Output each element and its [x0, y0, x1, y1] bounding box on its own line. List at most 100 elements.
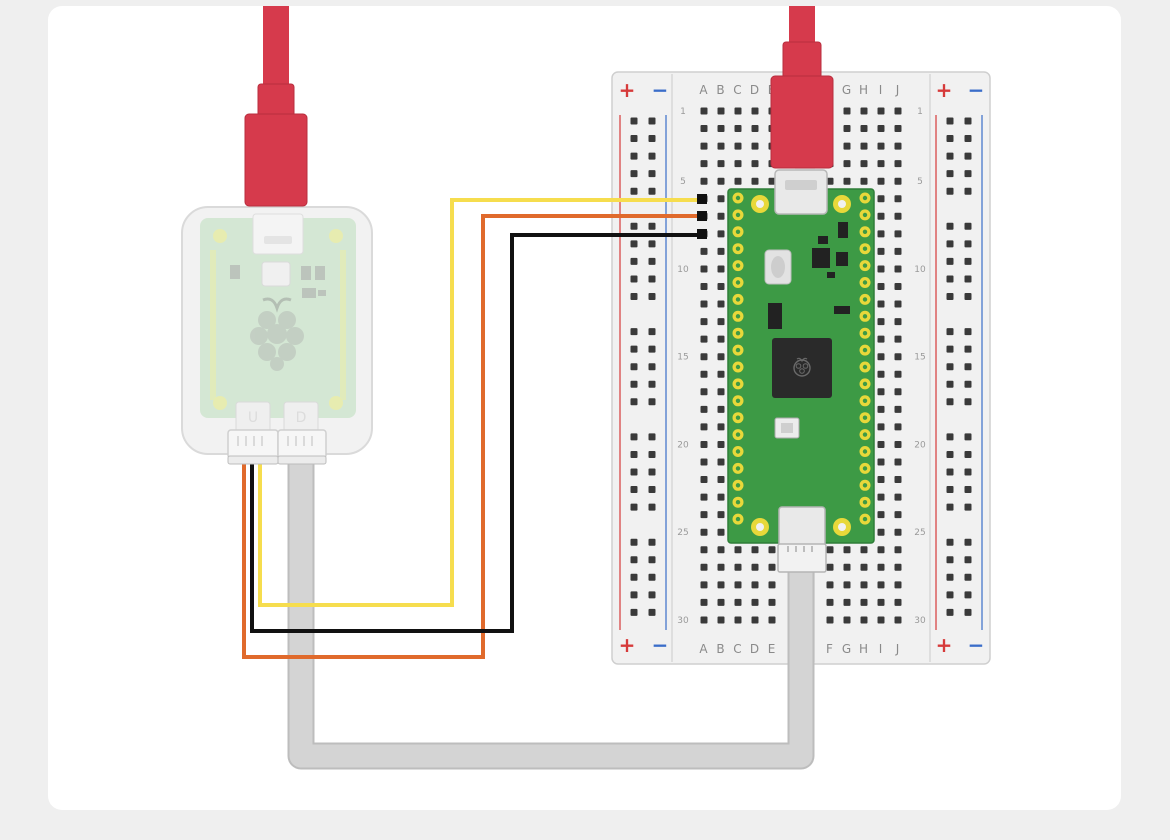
rail-hole	[964, 345, 972, 353]
breadboard-hole	[860, 546, 868, 554]
breadboard-hole	[894, 370, 902, 378]
breadboard-hole	[700, 177, 708, 185]
breadboard-hole	[717, 423, 725, 431]
rp2040-chip	[772, 338, 832, 398]
rail-hole	[630, 538, 638, 546]
breadboard-hole	[768, 581, 776, 589]
breadboard-hole	[843, 563, 851, 571]
probe-debug-connector	[277, 429, 327, 459]
probe-port-u-label: U	[248, 410, 258, 426]
rail-hole	[946, 556, 954, 564]
rail-hole	[964, 486, 972, 494]
rail-hole	[648, 556, 656, 564]
rail-hole	[630, 608, 638, 616]
breadboard-hole	[894, 528, 902, 536]
breadboard-hole	[717, 318, 725, 326]
rail-hole	[630, 293, 638, 300]
breadboard-hole	[877, 581, 885, 589]
rail-hole	[648, 135, 656, 143]
breadboard-hole	[860, 107, 868, 115]
rail-hole	[648, 503, 656, 511]
probe-usb-cable	[244, 6, 308, 207]
breadboard-hole	[751, 546, 759, 554]
breadboard-hole	[700, 335, 708, 343]
breadboard-hole	[894, 160, 902, 168]
breadboard-hole	[734, 616, 742, 624]
breadboard-hole	[700, 388, 708, 396]
probe-port-d-label: D	[296, 410, 307, 426]
rail-hole	[648, 222, 656, 230]
rail-hole	[946, 152, 954, 160]
breadboard-hole	[894, 265, 902, 273]
breadboard-hole	[877, 616, 885, 624]
rail-hole	[648, 573, 656, 581]
breadboard-hole	[717, 458, 725, 466]
breadboard-hole	[717, 563, 725, 571]
rail-hole	[964, 293, 972, 300]
breadboard-hole	[843, 160, 851, 168]
row-label-25-right: 25	[914, 528, 925, 538]
breadboard-hole	[877, 125, 885, 133]
column-label-a-bottom: A	[699, 642, 708, 656]
breadboard-hole	[877, 212, 885, 220]
breadboard-hole	[894, 247, 902, 255]
breadboard-hole	[700, 125, 708, 133]
breadboard-hole	[894, 125, 902, 133]
breadboard-hole	[717, 335, 725, 343]
rail-minus-tl: −	[652, 78, 669, 102]
column-label-h-top: H	[859, 83, 869, 97]
breadboard-hole	[894, 511, 902, 519]
breadboard-hole	[717, 581, 725, 589]
rail-hole	[946, 398, 954, 406]
rail-hole	[648, 170, 656, 178]
rail-hole	[648, 275, 656, 283]
probe-uart-connector	[227, 429, 279, 459]
breadboard-hole	[877, 335, 885, 343]
breadboard-hole	[860, 160, 868, 168]
breadboard-hole	[894, 423, 902, 431]
breadboard-hole	[877, 177, 885, 185]
row-label-30-right: 30	[914, 616, 926, 626]
breadboard-hole	[700, 353, 708, 361]
breadboard-hole	[877, 388, 885, 396]
breadboard-hole	[877, 458, 885, 466]
rail-hole	[630, 503, 638, 511]
column-label-h-bottom: H	[859, 642, 869, 656]
breadboard-hole	[894, 335, 902, 343]
breadboard-hole	[768, 546, 776, 554]
rail-hole	[964, 433, 972, 441]
rail-hole	[946, 433, 954, 441]
rail-minus-bl: −	[652, 633, 669, 657]
breadboard-hole	[894, 598, 902, 606]
pico-pin-pads	[732, 192, 871, 525]
rail-hole	[648, 450, 656, 458]
breadboard-hole	[826, 598, 834, 606]
breadboard-hole	[717, 528, 725, 536]
column-label-g-bottom: G	[842, 642, 852, 656]
breadboard-hole	[894, 476, 902, 484]
breadboard-hole	[751, 142, 759, 150]
breadboard-hole	[860, 563, 868, 571]
breadboard-hole	[717, 177, 725, 185]
breadboard-hole	[877, 353, 885, 361]
breadboard-hole	[894, 388, 902, 396]
column-label-a-top: A	[699, 83, 708, 97]
rail-hole	[630, 380, 638, 388]
breadboard-hole	[717, 546, 725, 554]
breadboard-hole	[843, 546, 851, 554]
rail-hole	[946, 170, 954, 178]
grey-debug-cable	[289, 462, 813, 768]
rp2040-raspberry-logo-icon	[793, 357, 811, 377]
breadboard-hole	[751, 160, 759, 168]
row-label-20-right: 20	[914, 440, 926, 450]
breadboard-hole	[894, 142, 902, 150]
rail-hole	[648, 328, 656, 336]
rail-hole	[964, 556, 972, 564]
breadboard-hole	[717, 598, 725, 606]
row-label-20-left: 20	[677, 440, 689, 450]
breadboard-hole	[700, 440, 708, 448]
breadboard-hole	[877, 493, 885, 501]
breadboard-hole	[894, 195, 902, 203]
rail-hole	[630, 222, 638, 230]
rail-hole	[630, 257, 638, 265]
